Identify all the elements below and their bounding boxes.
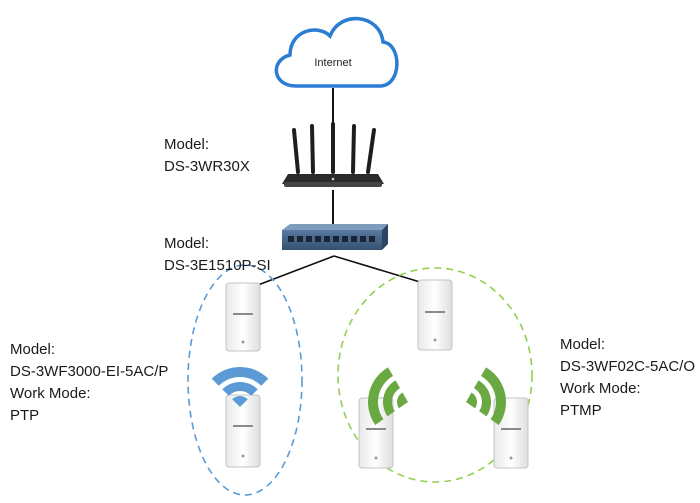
ptp-model-heading: Model: <box>10 341 56 358</box>
switch-model-heading: Model: <box>164 235 210 252</box>
signal-arc <box>466 392 477 409</box>
switch-port <box>333 236 339 242</box>
switch-port <box>288 236 294 242</box>
ptp-wireless-signal-icon <box>211 367 269 407</box>
ptmp-mode-name: PTMP <box>560 402 602 419</box>
ptmp-model-name: DS-3WF02C-5AC/O <box>560 358 696 375</box>
signal-arc <box>232 396 248 407</box>
ptmp-wireless-signal-left-icon <box>368 367 408 425</box>
signal-arc <box>222 381 258 396</box>
switch-port <box>369 236 375 242</box>
switch-icon <box>282 224 388 250</box>
ptp-mode-name: PTP <box>10 407 40 424</box>
cloud-outline <box>274 17 399 88</box>
ptp-access-point-bottom-icon <box>225 394 261 468</box>
ptp-access-point-top-icon <box>225 282 261 352</box>
switch-model-label: Model: DS-3E1510P-SI <box>164 233 271 277</box>
router-model-heading: Model: <box>164 136 210 153</box>
ptp-group-label: Model: DS-3WF3000-EI-5AC/P Work Mode: PT… <box>10 339 168 427</box>
ptmp-group-boundary <box>337 267 533 483</box>
signal-arc <box>481 367 506 425</box>
ptmp-group-label: Model: DS-3WF02C-5AC/O Work Mode: PTMP <box>560 334 695 422</box>
ptp-group-boundary <box>187 264 303 496</box>
switch-port <box>360 236 366 242</box>
signal-arc <box>368 367 393 425</box>
ptmp-mode-heading: Work Mode: <box>560 380 641 397</box>
router-model-label: Model: DS-3WR30X <box>164 134 250 178</box>
switch-left-ap-link <box>257 255 335 286</box>
switch-port <box>324 236 330 242</box>
signal-arc <box>397 392 408 409</box>
switch-model-name: DS-3E1510P-SI <box>164 257 271 274</box>
router-icon <box>282 122 384 187</box>
router-model-name: DS-3WR30X <box>164 158 250 175</box>
ptp-model-name: DS-3WF3000-EI-5AC/P <box>10 363 169 380</box>
switch-port <box>306 236 312 242</box>
ptmp-wireless-signal-right-icon <box>466 367 506 425</box>
ptp-mode-heading: Work Mode: <box>10 385 91 402</box>
signal-arc <box>474 380 491 417</box>
signal-arc <box>211 367 269 386</box>
switch-port <box>297 236 303 242</box>
internet-cloud-icon: Internet <box>274 17 399 88</box>
switch-port <box>315 236 321 242</box>
signal-arc <box>383 380 400 417</box>
cloud-label: Internet <box>314 57 351 69</box>
switch-port <box>351 236 357 242</box>
ptmp-access-point-left-icon <box>358 397 394 469</box>
switch-port <box>342 236 348 242</box>
ptmp-access-point-top-icon <box>417 279 453 351</box>
ptmp-model-heading: Model: <box>560 336 606 353</box>
switch-right-ap-link <box>333 255 421 283</box>
